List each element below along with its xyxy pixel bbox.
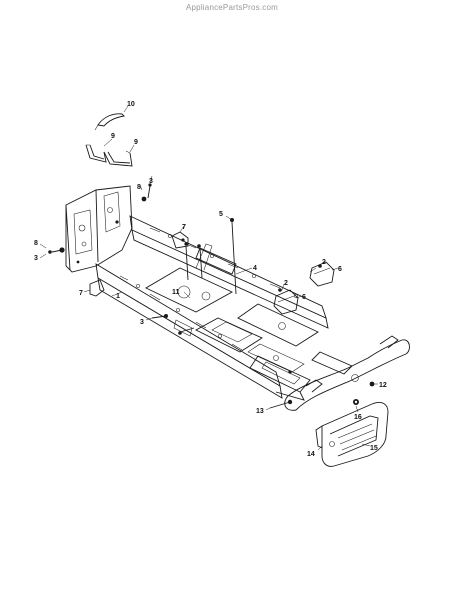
callout-7a: 7 (182, 224, 186, 231)
frame-cross-members (145, 243, 319, 373)
callout-8a: 8 (137, 184, 141, 191)
frame-left-rail (95, 263, 283, 399)
callout-7b: 7 (79, 290, 83, 297)
callout-14: 14 (307, 451, 315, 458)
callout-2b: 2 (284, 280, 288, 287)
callout-6b: 6 (302, 294, 306, 301)
callout-labels: 10 9 9 8 3 8 3 7 5 4 2 2 6 6 7 1 11 3 12… (34, 101, 387, 458)
callout-3c: 3 (140, 319, 144, 326)
frame-front-upright (65, 185, 133, 273)
callout-15: 15 (370, 445, 378, 452)
callout-8b: 8 (34, 240, 38, 247)
fasteners (48, 183, 375, 409)
part-9-u-brackets (85, 138, 135, 167)
callout-11: 11 (172, 289, 180, 296)
callout-10: 10 (127, 101, 135, 108)
callout-2a: 2 (322, 259, 326, 266)
callout-9a: 9 (111, 133, 115, 140)
frame-right-rail (129, 215, 329, 329)
frame-rear-mount (249, 351, 353, 401)
leader-lines (39, 175, 378, 451)
callout-9b: 9 (134, 139, 138, 146)
callout-13: 13 (256, 408, 264, 415)
callout-12: 12 (379, 382, 387, 389)
callout-3b: 3 (34, 255, 38, 262)
callout-6a: 6 (338, 266, 342, 273)
part-10-spring-clip (94, 105, 129, 131)
callout-5: 5 (219, 211, 223, 218)
callout-3a: 3 (149, 178, 153, 185)
callout-16: 16 (354, 414, 362, 421)
part-15-hitch-plate (315, 401, 389, 467)
callout-4: 4 (253, 265, 257, 272)
watermark-text: AppliancePartsPros.com (186, 3, 278, 12)
callout-1: 1 (116, 293, 120, 300)
part-12-rear-bumper-bar (284, 335, 410, 411)
